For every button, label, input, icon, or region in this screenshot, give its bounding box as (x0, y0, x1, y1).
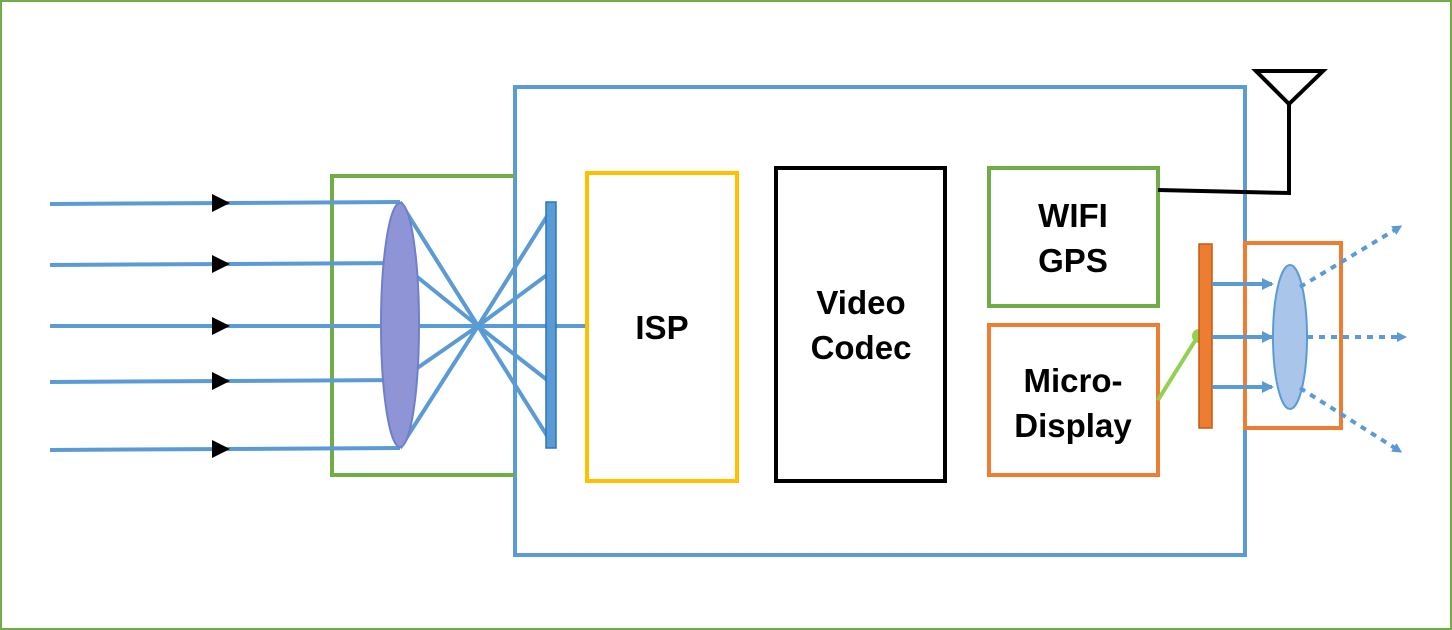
isp-label: ISP (635, 309, 688, 346)
converging-rays (398, 200, 586, 450)
arrow-head-icon (212, 194, 230, 212)
panel-rays (1212, 278, 1274, 393)
output-rays (1298, 225, 1407, 453)
arrow-head-icon (212, 440, 230, 458)
micro-display-block (987, 323, 1160, 477)
arrow-head-icon (212, 372, 230, 390)
arrow-head-icon (212, 255, 230, 273)
isp-block (585, 171, 739, 483)
micro-display-label-line2: Display (1014, 407, 1132, 444)
arrow-head-icon (212, 317, 230, 335)
image-sensor (545, 201, 557, 449)
antenna-icon (1251, 69, 1328, 107)
wifi-gps-block (987, 166, 1160, 308)
display-panel (1198, 243, 1213, 429)
video-codec-block (774, 166, 947, 483)
wifi-label: WIFI (1038, 197, 1108, 234)
convex-lens-icon (380, 202, 420, 448)
video-codec-label-line2: Codec (811, 329, 912, 366)
video-codec-label-line1: Video (816, 284, 905, 321)
display-connector (1156, 334, 1200, 402)
antenna-wire (1157, 104, 1291, 196)
arrow-heads (212, 194, 230, 458)
micro-display-label-line1: Micro- (1024, 362, 1123, 399)
gps-label: GPS (1038, 242, 1108, 279)
